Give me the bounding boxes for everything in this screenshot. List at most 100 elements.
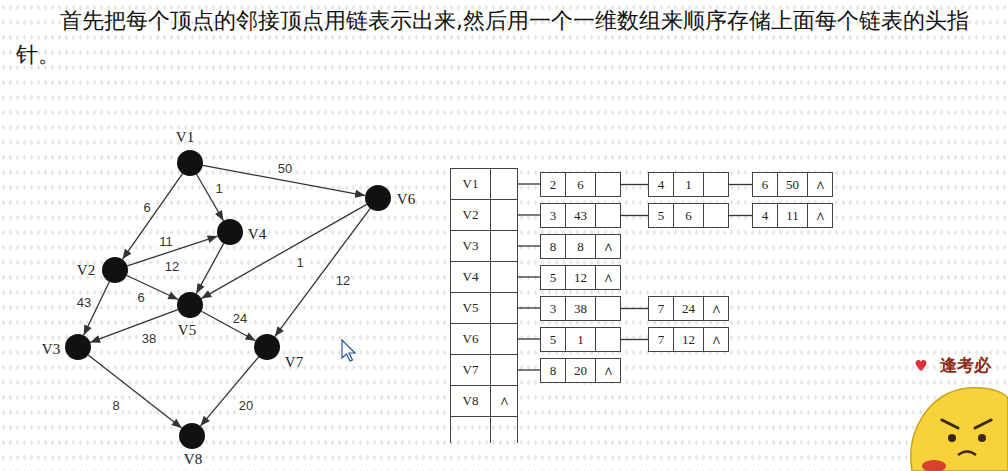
- next-cell: ∧: [596, 235, 620, 258]
- vertex-dot: V6: [365, 185, 391, 211]
- weight-cell: 12: [566, 266, 596, 289]
- pointer-line: [621, 215, 648, 216]
- head-row: V2: [450, 199, 518, 231]
- weight-number: 11: [786, 208, 799, 224]
- adjvex-number: 3: [550, 208, 557, 224]
- vertex-dot: V8: [179, 423, 205, 449]
- list-node: 41: [648, 172, 729, 197]
- vertex-cell: V6: [451, 324, 491, 354]
- pointer-line: [621, 339, 648, 340]
- next-cell: [596, 297, 620, 320]
- next-cell: ∧: [808, 204, 832, 227]
- vertex-label: V5: [178, 322, 196, 339]
- weight-cell: 38: [566, 297, 596, 320]
- weight-cell: 1: [566, 328, 596, 351]
- table-rule: [517, 415, 518, 443]
- head-row: V3: [450, 230, 518, 262]
- weight-number: 6: [685, 208, 692, 224]
- vertex-label: V7: [285, 354, 303, 371]
- arc-line: [88, 355, 182, 428]
- arrow-head: [201, 290, 212, 298]
- list-node: 26: [540, 172, 621, 197]
- arrow-head: [200, 416, 210, 426]
- pointer-cell: [491, 324, 517, 354]
- weight-cell: 6: [566, 173, 596, 196]
- weight-cell: 11: [778, 204, 808, 227]
- next-cell: ∧: [596, 266, 620, 289]
- adjvex-cell: 4: [649, 173, 674, 196]
- arc-line: [122, 174, 182, 260]
- adjvex-cell: 2: [541, 173, 566, 196]
- weight-number: 20: [574, 363, 587, 379]
- weight-number: 8: [577, 239, 584, 255]
- adjvex-number: 7: [658, 332, 665, 348]
- weight-label: 6: [141, 200, 152, 215]
- weight-label: 6: [135, 290, 146, 305]
- pointer-line: [518, 369, 540, 370]
- adjvex-cell: 6: [753, 173, 778, 196]
- arc-line: [201, 311, 255, 341]
- weight-cell: 20: [566, 359, 596, 382]
- weight-label: 43: [75, 295, 93, 310]
- head-row: V1: [450, 168, 518, 200]
- weight-number: 24: [682, 301, 695, 317]
- next-cell: [704, 173, 728, 196]
- vertex-dot: V4: [217, 219, 243, 245]
- weight-label: 8: [110, 398, 121, 413]
- heart-icon: [916, 360, 927, 371]
- adjvex-cell: 8: [541, 235, 566, 258]
- adjvex-number: 2: [550, 177, 557, 193]
- next-cell: ∧: [596, 359, 620, 382]
- arrow-head: [245, 332, 256, 340]
- weight-cell: 12: [674, 328, 704, 351]
- next-cell: ∧: [808, 173, 832, 196]
- arrow-head: [196, 283, 204, 294]
- null-pointer: ∧: [603, 238, 614, 256]
- pointer-line: [621, 308, 648, 309]
- list-node: 343: [540, 203, 621, 228]
- next-cell: [596, 204, 620, 227]
- list-node: 51: [540, 327, 621, 352]
- adjvex-number: 8: [550, 363, 557, 379]
- next-cell: ∧: [704, 328, 728, 351]
- null-pointer: ∧: [711, 300, 722, 318]
- table-rule: [450, 415, 451, 443]
- arc-line: [90, 310, 178, 343]
- arrow-head: [90, 335, 101, 342]
- mascot-face: [911, 388, 1008, 471]
- vertex-label: V1: [176, 129, 194, 146]
- weight-number: 50: [786, 177, 799, 193]
- arrow-head: [275, 326, 284, 336]
- list-node: 338: [540, 296, 621, 321]
- weight-label: 20: [237, 398, 255, 413]
- pointer-line: [729, 184, 752, 185]
- pointer-line: [518, 245, 540, 246]
- arc-line: [196, 243, 224, 293]
- weight-number: 38: [574, 301, 587, 317]
- weight-number: 1: [685, 177, 692, 193]
- arrow-head: [84, 325, 92, 336]
- weight-label: 50: [276, 161, 294, 176]
- weight-cell: 1: [674, 173, 704, 196]
- adjvex-number: 4: [762, 208, 769, 224]
- null-pointer: ∧: [603, 362, 614, 380]
- head-row: V5: [450, 292, 518, 324]
- weight-label: 1: [294, 255, 305, 270]
- pointer-line: [729, 215, 752, 216]
- vertex-dot: V7: [254, 334, 280, 360]
- adjvex-cell: 5: [541, 328, 566, 351]
- vertex-cell: V5: [451, 293, 491, 323]
- weight-cell: 24: [674, 297, 704, 320]
- vertex-name: V4: [463, 269, 479, 285]
- mouse-cursor: [342, 340, 355, 361]
- list-node: 4 11 ∧: [752, 203, 833, 228]
- list-node: 56: [648, 203, 729, 228]
- next-cell: [596, 328, 620, 351]
- vertex-label: V4: [248, 226, 266, 243]
- vertex-name: V7: [463, 362, 479, 378]
- next-cell: [704, 204, 728, 227]
- adjvex-number: 5: [550, 332, 557, 348]
- vertex-label: V6: [397, 191, 415, 208]
- weight-label: 1: [213, 181, 224, 196]
- vertex-name: V8: [463, 393, 479, 409]
